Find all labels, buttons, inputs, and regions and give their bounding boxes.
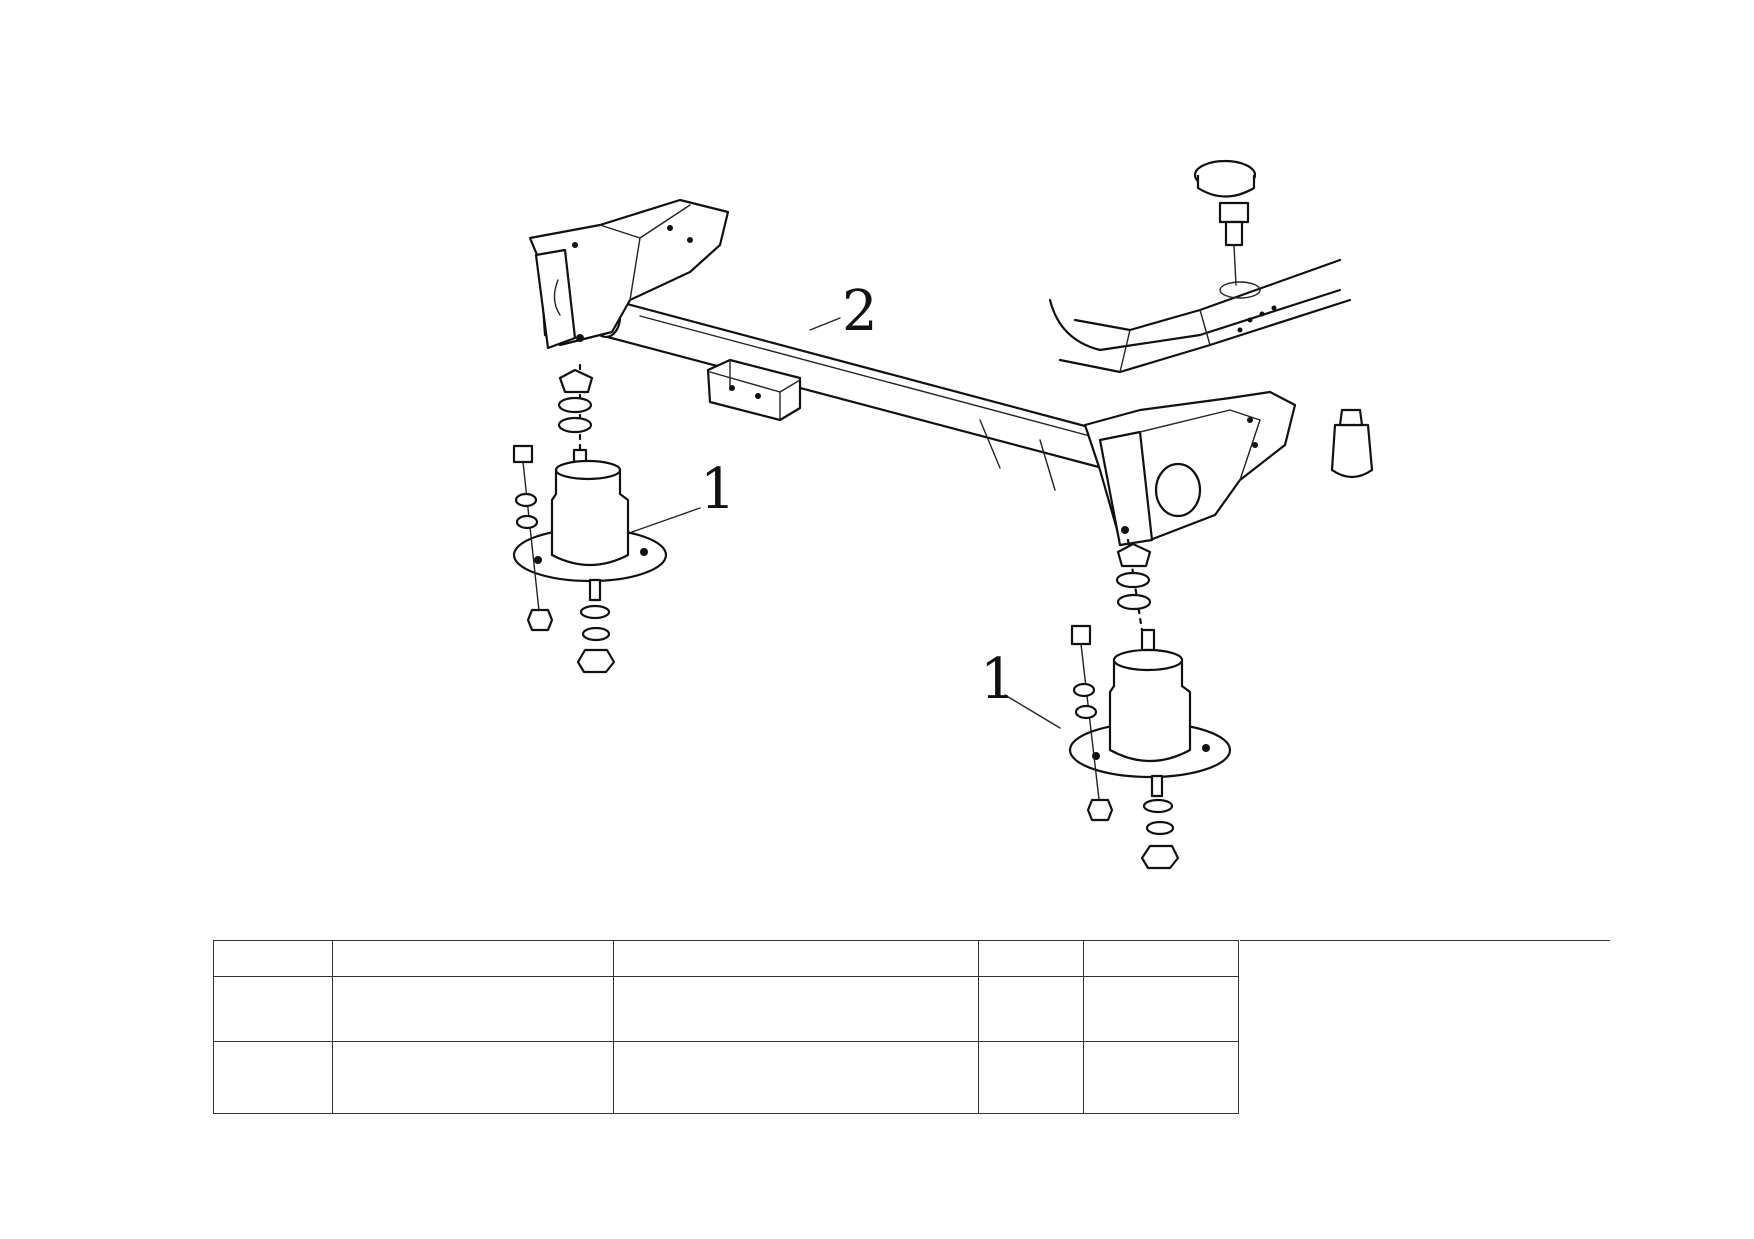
table-cell (978, 976, 1084, 1042)
table-row (213, 1041, 1239, 1114)
bump-stop (1330, 408, 1374, 479)
table-cell (613, 976, 979, 1042)
table-cell (213, 1041, 333, 1114)
table-cell (1083, 976, 1239, 1042)
table-cell (1083, 1041, 1239, 1114)
rubber-plug (1193, 159, 1257, 198)
callout-leaders (631, 317, 1061, 729)
frame-rail (1048, 258, 1352, 374)
table-cell (332, 1041, 614, 1114)
table-cell (1083, 940, 1239, 977)
table-row (213, 976, 1239, 1042)
frame-bolt (1218, 201, 1250, 286)
table-cell (613, 940, 979, 977)
left-bracket (528, 198, 730, 350)
table-cell (978, 1041, 1084, 1114)
table-top-line (1240, 940, 1610, 941)
table-cell (978, 940, 1084, 977)
tube-mount-block (706, 358, 802, 422)
table-cell (213, 976, 333, 1042)
engine-mount-left (512, 363, 668, 674)
engine-mount-right (1068, 538, 1232, 870)
callout-mount-right: 1 (980, 647, 1016, 712)
exploded-view-drawing (512, 159, 1374, 870)
table-cell (332, 976, 614, 1042)
table-cell (332, 940, 614, 977)
table-row (213, 940, 1239, 977)
parts-table (213, 940, 1239, 1114)
table-cell (613, 1041, 979, 1114)
callout-crossmember: 2 (842, 279, 878, 344)
callout-mount-left: 1 (700, 457, 736, 522)
right-bracket (1083, 390, 1297, 547)
table-cell (213, 940, 333, 977)
